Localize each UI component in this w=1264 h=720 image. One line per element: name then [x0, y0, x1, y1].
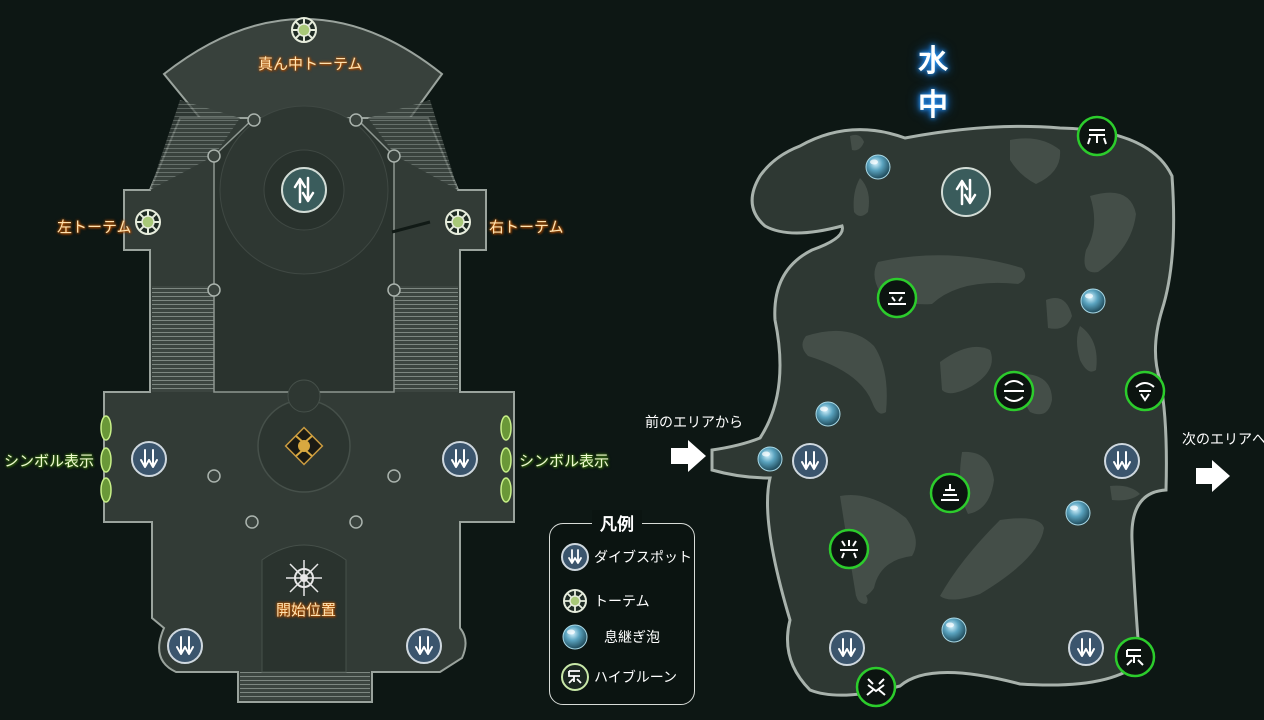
exit-arrow-icon	[1196, 460, 1230, 492]
legend-item-dive: ダイブスポット	[560, 542, 692, 572]
totem-right-label: 右トーテム	[489, 218, 564, 236]
hive-rune-4[interactable]	[1124, 370, 1166, 412]
legend-item-label: ハイブルーン	[594, 670, 678, 686]
symbol-left-label: シンボル表示	[4, 452, 95, 470]
totem-icon	[563, 589, 587, 613]
legend: 凡例 ダイブスポット トーテム 息継ぎ泡 ハイブルーン	[549, 510, 695, 705]
left-map-top-arc	[162, 18, 444, 119]
symbol-right-label: シンボル表示	[519, 452, 610, 470]
dive-spot-bottom-left[interactable]	[167, 628, 203, 664]
totem-left-label: 左トーテム	[57, 218, 132, 236]
entry-arrow-icon	[671, 440, 706, 472]
bubble-3[interactable]	[815, 401, 841, 427]
ascent-marker-underwater[interactable]	[941, 167, 991, 217]
hive-rune-3[interactable]	[993, 370, 1035, 412]
start-label: 開始位置	[276, 601, 337, 619]
symbol-marker-right	[500, 415, 512, 441]
hive-rune-6[interactable]	[828, 528, 870, 570]
legend-item-label: 息継ぎ泡	[604, 630, 660, 646]
hive-rune-5[interactable]	[929, 472, 971, 514]
dive-spot-w4[interactable]	[1068, 630, 1104, 666]
left-map	[100, 17, 515, 703]
bubble-4[interactable]	[757, 446, 783, 472]
totem-center-label: 真ん中トーテム	[258, 55, 363, 73]
ascent-marker[interactable]	[281, 167, 327, 213]
dive-spot-left[interactable]	[131, 441, 167, 477]
legend-title: 凡例	[592, 510, 642, 535]
bubble-6[interactable]	[941, 617, 967, 643]
hive-rune-2[interactable]	[876, 277, 918, 319]
bubble-1[interactable]	[865, 154, 891, 180]
hive-rune-1[interactable]	[1076, 115, 1118, 157]
dive-spot-w3[interactable]	[829, 630, 865, 666]
right-map	[671, 115, 1230, 708]
legend-item-totem: トーテム	[560, 586, 650, 616]
hive-rune-8[interactable]	[855, 666, 897, 708]
hive-rune-icon	[561, 663, 589, 691]
dive-spot-w2[interactable]	[1104, 443, 1140, 479]
dive-spot-right[interactable]	[442, 441, 478, 477]
start-crest-icon	[284, 426, 324, 466]
legend-item-bubble: 息継ぎ泡	[560, 622, 660, 652]
entry-label: 前のエリアから	[645, 415, 743, 431]
legend-item-label: トーテム	[594, 594, 650, 610]
legend-item-rune: ハイブルーン	[560, 662, 677, 692]
exit-label: 次のエリアへ	[1182, 432, 1264, 448]
dive-spot-w1[interactable]	[792, 443, 828, 479]
totem-left-icon[interactable]	[135, 209, 161, 235]
totem-center-icon[interactable]	[291, 17, 317, 43]
hive-rune-7[interactable]	[1114, 636, 1156, 678]
area-title: 水 中	[918, 44, 984, 123]
symbol-marker-left	[100, 415, 112, 441]
bubble-2[interactable]	[1080, 288, 1106, 314]
legend-item-label: ダイブスポット	[594, 550, 692, 566]
start-icon	[286, 560, 322, 596]
bubble-5[interactable]	[1065, 500, 1091, 526]
totem-right-icon[interactable]	[445, 209, 471, 235]
dive-spot-icon	[561, 543, 589, 571]
bubble-icon	[562, 624, 588, 650]
dive-spot-bottom-right[interactable]	[406, 628, 442, 664]
underwater-area	[710, 124, 1176, 697]
